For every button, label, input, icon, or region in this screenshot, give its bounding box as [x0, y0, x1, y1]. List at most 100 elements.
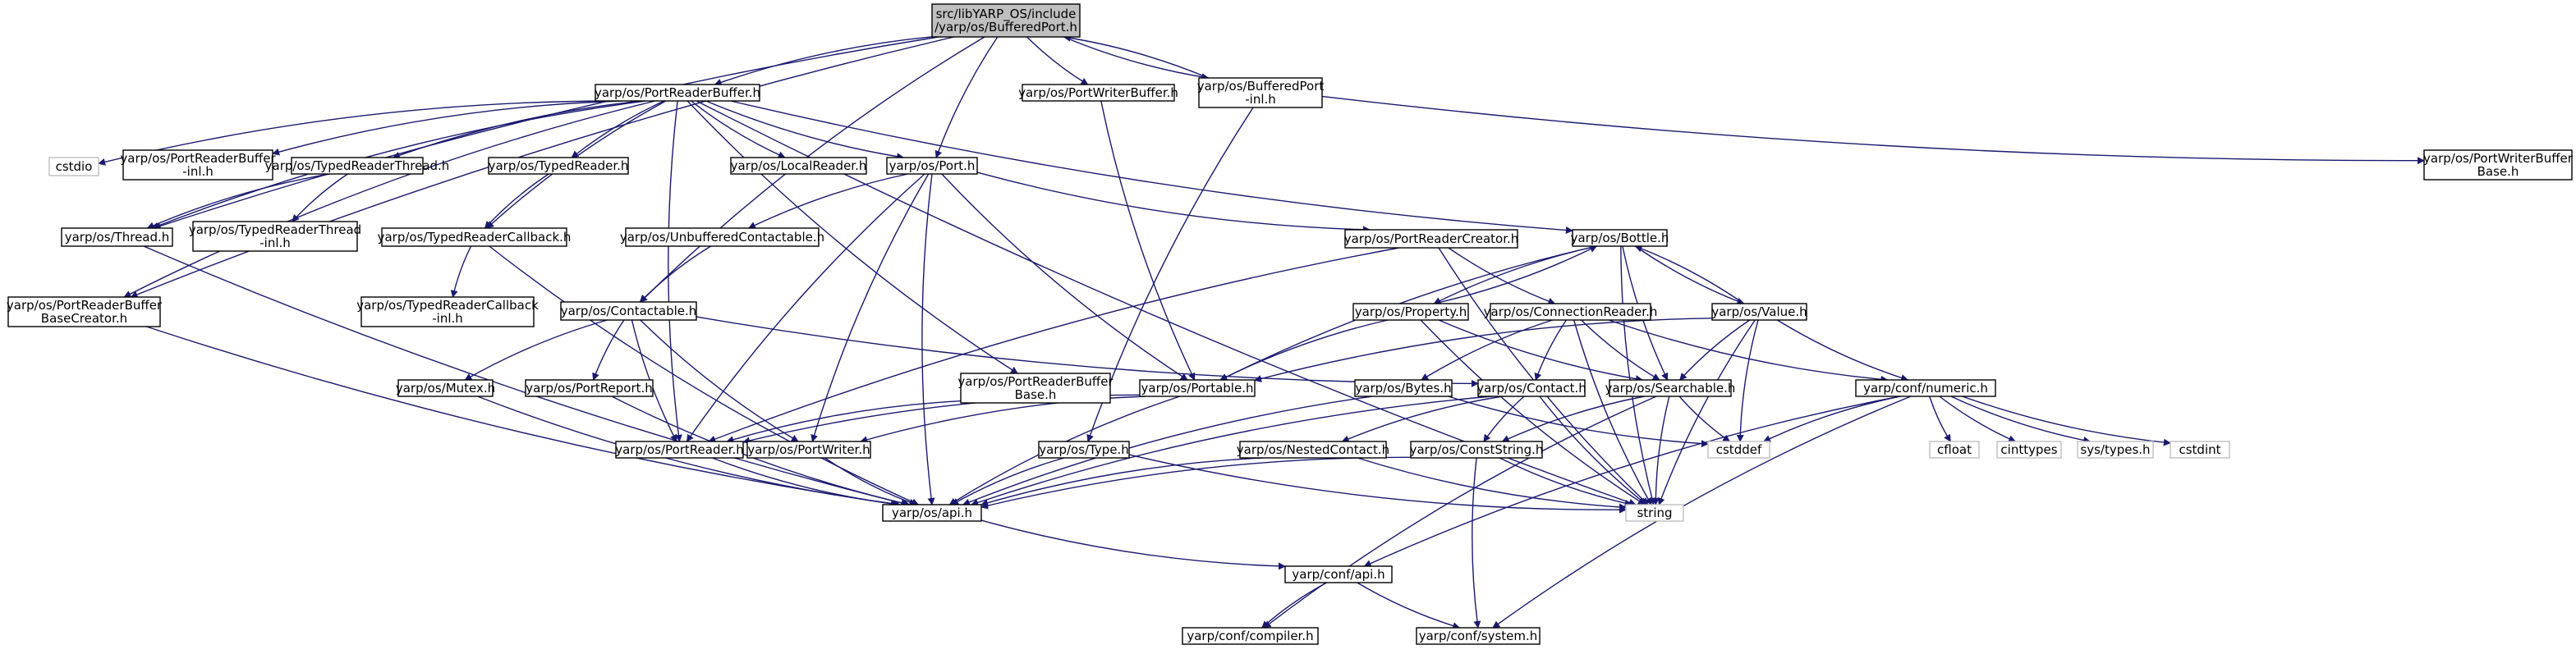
edge-contact-to-api — [971, 396, 1493, 506]
node-api[interactable]: yarp/os/api.h — [882, 504, 982, 522]
node-box-cstddef — [1707, 441, 1770, 459]
node-label-tr: yarp/os/TypedReader.h — [489, 158, 629, 173]
node-box-lr — [730, 157, 867, 175]
node-label-pwbb: yarp/os/PortWriterBuffer — [2423, 151, 2574, 166]
edge-bottle-to-portable — [1219, 245, 1597, 381]
node-label-string: string — [1637, 505, 1672, 520]
node-trcinl[interactable]: yarp/os/TypedReaderCallback-inl.h — [356, 296, 539, 327]
node-label-preader: yarp/os/PortReader.h — [615, 442, 744, 457]
node-label-prb: yarp/os/PortReaderBuffer.h — [595, 85, 760, 100]
edge-bytes-to-api — [962, 396, 1373, 506]
node-cr[interactable]: yarp/os/ConnectionReader.h — [1484, 303, 1658, 321]
node-system[interactable]: yarp/conf/system.h — [1416, 627, 1541, 645]
node-cs[interactable]: yarp/os/ConstString.h — [1410, 441, 1544, 459]
node-bottle[interactable]: yarp/os/Bottle.h — [1571, 229, 1669, 247]
node-label-value: yarp/os/Value.h — [1711, 304, 1807, 319]
node-preader[interactable]: yarp/os/PortReader.h — [615, 441, 744, 459]
node-layer: src/libYARP_OS/include/yarp/os/BufferedP… — [7, 3, 2574, 645]
node-string[interactable]: string — [1625, 504, 1684, 522]
node-cstddef[interactable]: cstddef — [1707, 441, 1770, 459]
edge-layer — [98, 34, 2425, 629]
edge-cr-to-searchable — [1581, 319, 1660, 381]
node-label-prbb: Base.h — [1015, 387, 1057, 402]
node-preport[interactable]: yarp/os/PortReport.h — [525, 379, 654, 397]
edge-prc-to-cr — [1448, 247, 1556, 305]
node-root[interactable]: src/libYARP_OS/include/yarp/os/BufferedP… — [931, 3, 1081, 38]
node-thread[interactable]: yarp/os/Thread.h — [61, 227, 173, 247]
node-property[interactable]: yarp/os/Property.h — [1352, 303, 1469, 321]
node-box-pwb — [1022, 84, 1175, 102]
node-label-api: yarp/os/api.h — [892, 505, 972, 520]
edge-value-to-bottle — [1634, 245, 1744, 304]
node-searchable[interactable]: yarp/os/Searchable.h — [1605, 379, 1736, 397]
edge-value-to-string — [1657, 319, 1756, 505]
node-box-contact — [1477, 379, 1586, 397]
node-port[interactable]: yarp/os/Port.h — [886, 157, 978, 175]
node-cfloat[interactable]: cfloat — [1929, 441, 1980, 459]
node-box-cstdio — [48, 157, 99, 176]
edge-port-to-uc — [747, 173, 908, 229]
node-contactable[interactable]: yarp/os/Contactable.h — [560, 301, 697, 321]
node-mutex[interactable]: yarp/os/Mutex.h — [396, 379, 495, 397]
node-label-pwb: yarp/os/PortWriterBuffer.h — [1018, 85, 1178, 100]
node-label-numeric: yarp/conf/numeric.h — [1863, 381, 1988, 396]
node-prb[interactable]: yarp/os/PortReaderBuffer.h — [595, 84, 760, 102]
edge-property-to-bottle — [1434, 245, 1598, 304]
edge-type-to-api — [951, 457, 1065, 505]
node-uc[interactable]: yarp/os/UnbufferedContactable.h — [620, 227, 824, 247]
node-portable[interactable]: yarp/os/Portable.h — [1139, 379, 1256, 397]
edge-contactable-to-mutex — [464, 319, 608, 381]
edge-bpinl-to-pwbb — [1321, 95, 2425, 165]
node-cstdio[interactable]: cstdio — [48, 157, 99, 176]
node-label-prbb: yarp/os/PortReaderBuffer — [957, 374, 1114, 389]
edge-property-to-portable — [1219, 319, 1389, 381]
node-box-root — [931, 3, 1081, 38]
node-contact[interactable]: yarp/os/Contact.h — [1476, 379, 1586, 397]
edge-numeric-to-cstdint — [1962, 396, 2171, 446]
node-numeric[interactable]: yarp/conf/numeric.h — [1855, 379, 1996, 397]
node-prbinl[interactable]: yarp/os/PortReaderBuffer-inl.h — [120, 149, 276, 181]
edge-port-to-pwriter — [810, 173, 930, 442]
edge-trc-to-trcinl — [450, 245, 472, 298]
edge-value-to-portable — [1254, 318, 1713, 382]
node-cstdint[interactable]: cstdint — [2170, 441, 2230, 459]
node-box-tr — [488, 157, 629, 175]
edge-contact-to-string — [1539, 396, 1647, 505]
node-tr[interactable]: yarp/os/TypedReader.h — [488, 157, 629, 175]
edge-tr-to-trc — [484, 173, 549, 229]
node-pwb[interactable]: yarp/os/PortWriterBuffer.h — [1018, 84, 1178, 102]
node-label-confapi: yarp/conf/api.h — [1292, 567, 1384, 582]
node-label-systypes: sys/types.h — [2080, 442, 2150, 457]
node-box-value — [1711, 303, 1807, 321]
node-trt[interactable]: yarp/os/TypedReaderThread.h — [265, 157, 450, 175]
node-box-numeric — [1855, 379, 1996, 397]
node-lr[interactable]: yarp/os/LocalReader.h — [730, 157, 867, 175]
edge-contact-to-nc — [1341, 396, 1503, 443]
node-trtinl[interactable]: yarp/os/TypedReaderThread-inl.h — [189, 221, 361, 252]
node-box-type — [1038, 441, 1130, 459]
node-label-root: /yarp/os/BufferedPort.h — [934, 20, 1077, 34]
node-bytes[interactable]: yarp/os/Bytes.h — [1354, 379, 1453, 397]
node-box-trt — [291, 157, 424, 175]
node-label-property: yarp/os/Property.h — [1355, 304, 1467, 319]
node-box-mutex — [397, 379, 494, 397]
node-confapi[interactable]: yarp/conf/api.h — [1284, 565, 1393, 583]
node-systypes[interactable]: sys/types.h — [2077, 441, 2154, 459]
node-label-trc: yarp/os/TypedReaderCallback.h — [378, 230, 572, 245]
node-bpinl[interactable]: yarp/os/BufferedPort-inl.h — [1197, 77, 1325, 108]
node-prc[interactable]: yarp/os/PortReaderCreator.h — [1344, 229, 1519, 249]
node-label-trtinl: -inl.h — [259, 236, 291, 250]
node-cinttypes[interactable]: cinttypes — [1996, 441, 2062, 459]
node-box-prb — [595, 84, 760, 102]
node-pwriter[interactable]: yarp/os/PortWriter.h — [746, 441, 871, 459]
node-value[interactable]: yarp/os/Value.h — [1711, 303, 1807, 321]
node-type[interactable]: yarp/os/Type.h — [1038, 441, 1130, 459]
node-trc[interactable]: yarp/os/TypedReaderCallback.h — [378, 227, 572, 247]
edge-prb-to-prbinl — [272, 100, 623, 156]
node-compiler[interactable]: yarp/conf/compiler.h — [1182, 627, 1319, 645]
node-nc[interactable]: yarp/os/NestedContact.h — [1237, 441, 1389, 459]
edge-bpinl-to-root — [1063, 34, 1209, 79]
